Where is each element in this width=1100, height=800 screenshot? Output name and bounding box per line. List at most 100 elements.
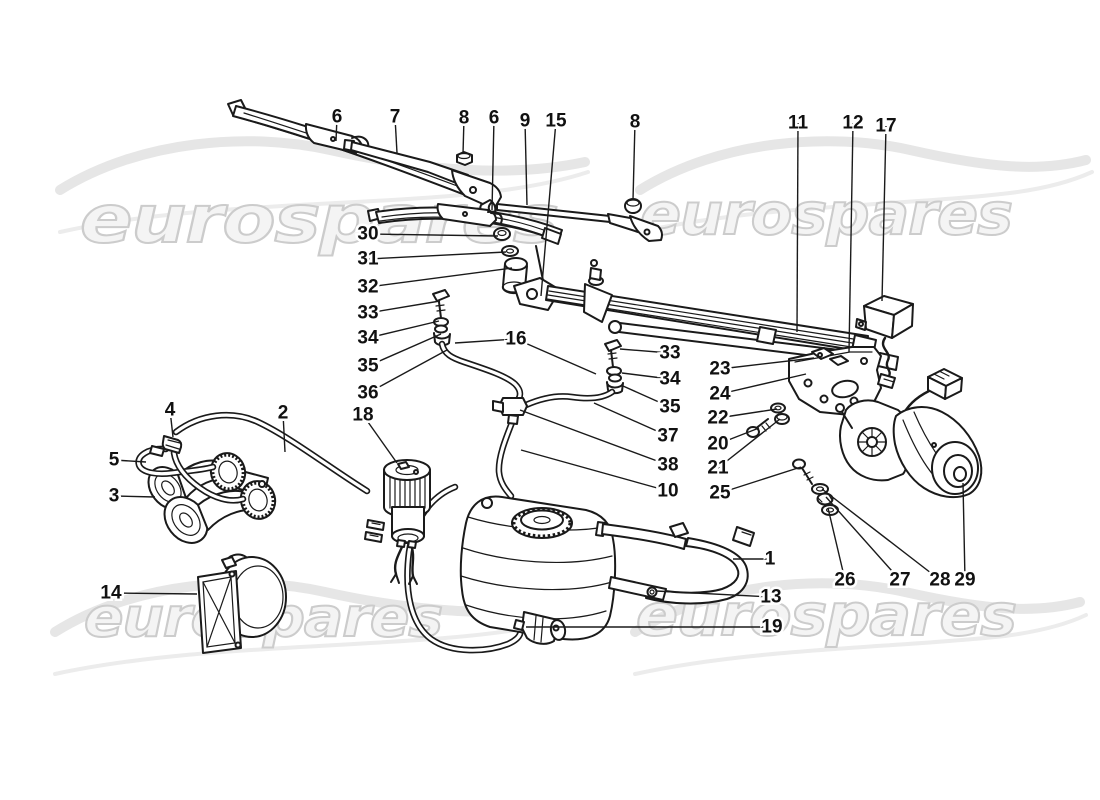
leader-line-22 xyxy=(717,408,778,419)
part-label-6: 6 xyxy=(332,107,343,128)
part-label-7: 7 xyxy=(390,107,401,128)
part-label-38: 38 xyxy=(657,455,678,476)
part-label-14: 14 xyxy=(100,583,122,604)
leader-line-20 xyxy=(717,427,760,445)
leader-line-6 xyxy=(491,117,495,211)
leader-line-2 xyxy=(282,412,286,453)
leader-line-35 xyxy=(622,385,671,408)
leader-line-16-b xyxy=(515,338,597,375)
leader-line-14 xyxy=(110,592,198,595)
part-label-4: 4 xyxy=(165,400,176,421)
leader-line-25 xyxy=(719,466,802,494)
leader-line-34 xyxy=(621,372,671,380)
part-label-19: 19 xyxy=(761,617,782,638)
leader-line-38 xyxy=(519,409,669,466)
leader-line-10 xyxy=(520,449,669,492)
part-label-15: 15 xyxy=(545,111,567,132)
part-label-33: 33 xyxy=(357,303,378,324)
watermark-text-1: eurospares xyxy=(640,180,1012,248)
part-label-34: 34 xyxy=(659,369,681,390)
part-label-6: 6 xyxy=(489,108,500,129)
washer-reservoir xyxy=(459,495,617,641)
leader-line-37 xyxy=(593,402,669,437)
part-label-2: 2 xyxy=(278,403,289,424)
leader-line-18 xyxy=(362,414,398,464)
part-label-22: 22 xyxy=(707,408,728,429)
leader-line-15 xyxy=(540,120,557,297)
part-label-25: 25 xyxy=(709,483,731,504)
leader-line-26 xyxy=(827,507,846,581)
part-label-5: 5 xyxy=(109,450,120,471)
leader-line-34 xyxy=(367,320,440,339)
part-label-28: 28 xyxy=(929,570,950,591)
part-label-29: 29 xyxy=(954,570,975,591)
leader-line-31 xyxy=(367,251,507,260)
horn-tubing xyxy=(135,411,371,504)
leader-line-8 xyxy=(462,117,465,155)
leader-line-9 xyxy=(524,120,528,206)
part-label-23: 23 xyxy=(709,359,730,380)
part-label-33: 33 xyxy=(659,343,680,364)
part-label-10: 10 xyxy=(657,481,678,502)
leader-line-28 xyxy=(821,488,941,581)
part-label-1: 1 xyxy=(765,549,776,570)
disc-horn xyxy=(197,553,287,654)
leader-line-7 xyxy=(394,116,398,154)
leader-line-3 xyxy=(113,495,156,498)
leader-line-8 xyxy=(632,121,636,201)
reservoir-bracket xyxy=(595,521,755,605)
arm-nut-rear xyxy=(624,198,642,214)
wiper-motor xyxy=(835,368,983,499)
leader-line-21 xyxy=(717,418,781,469)
leader-line-13 xyxy=(655,590,772,598)
leader-line-29 xyxy=(962,482,966,581)
leader-line-4 xyxy=(169,409,174,438)
wiper-blade-rear xyxy=(367,203,563,245)
washer-jet-left xyxy=(432,289,451,347)
part-label-8: 8 xyxy=(630,112,641,133)
part-label-16: 16 xyxy=(505,329,526,350)
part-label-37: 37 xyxy=(657,426,678,447)
leader-line-32 xyxy=(367,267,513,288)
part-label-18: 18 xyxy=(352,405,373,426)
washer-jet-right xyxy=(604,339,624,395)
leader-line-6 xyxy=(335,116,338,142)
leader-line-17 xyxy=(881,125,887,302)
part-label-26: 26 xyxy=(834,570,855,591)
pump-wires xyxy=(390,539,418,585)
watermark-text-3: eurospares xyxy=(636,581,1016,649)
wiper-relay xyxy=(855,295,914,389)
leader-line-24 xyxy=(719,373,807,395)
leader-line-5 xyxy=(113,459,147,463)
part-label-11: 11 xyxy=(788,113,809,134)
leader-line-27 xyxy=(825,496,901,581)
leader-line-33 xyxy=(367,300,441,314)
part-label-30: 30 xyxy=(357,224,378,245)
leader-line-33 xyxy=(619,348,671,354)
fastener-set-motor xyxy=(792,458,839,516)
part-label-27: 27 xyxy=(889,570,910,591)
part-label-13: 13 xyxy=(760,587,781,608)
part-label-20: 20 xyxy=(707,434,728,455)
wiper-arm-rear xyxy=(487,201,663,242)
part-label-31: 31 xyxy=(357,249,379,270)
reservoir-pump xyxy=(513,611,567,645)
washer-pump xyxy=(364,459,431,544)
leader-line-36 xyxy=(367,349,448,394)
leader-line-11 xyxy=(796,122,799,333)
leader-line-35 xyxy=(367,333,442,367)
fastener-set-small xyxy=(746,402,790,438)
part-label-12: 12 xyxy=(842,113,863,134)
arm-nut-front xyxy=(456,151,473,166)
motor-mounting-plate xyxy=(788,346,882,416)
part-label-36: 36 xyxy=(357,383,378,404)
part-label-21: 21 xyxy=(707,458,729,479)
leader-line-30 xyxy=(367,233,499,237)
part-label-35: 35 xyxy=(659,397,681,418)
leader-line-16 xyxy=(454,338,517,344)
part-label-35: 35 xyxy=(357,356,379,377)
part-label-17: 17 xyxy=(875,116,896,137)
part-label-8: 8 xyxy=(459,108,470,129)
